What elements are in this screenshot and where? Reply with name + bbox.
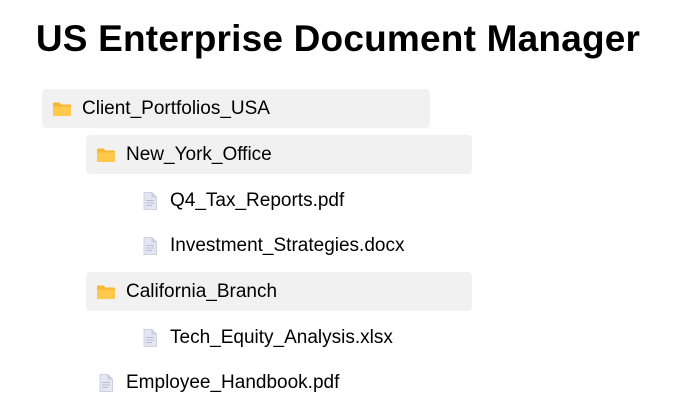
file-tech-equity-analysis[interactable]: Tech_Equity_Analysis.xlsx — [130, 318, 470, 357]
file-icon — [140, 328, 160, 348]
file-q4-tax-reports[interactable]: Q4_Tax_Reports.pdf — [130, 181, 470, 220]
file-label: Employee_Handbook.pdf — [126, 371, 340, 393]
file-employee-handbook[interactable]: Employee_Handbook.pdf — [86, 363, 470, 402]
file-label: Q4_Tax_Reports.pdf — [170, 189, 345, 211]
folder-label: California_Branch — [126, 280, 278, 302]
file-label: Tech_Equity_Analysis.xlsx — [170, 326, 393, 348]
file-label: Investment_Strategies.docx — [170, 234, 405, 256]
folder-client-portfolios-usa[interactable]: Client_Portfolios_USA — [42, 89, 430, 128]
folder-california-branch[interactable]: California_Branch — [86, 272, 472, 311]
folder-label: Client_Portfolios_USA — [82, 97, 270, 119]
page-title: US Enterprise Document Manager — [35, 18, 641, 59]
file-investment-strategies[interactable]: Investment_Strategies.docx — [130, 226, 470, 265]
file-icon — [140, 191, 160, 211]
folder-label: New_York_Office — [126, 143, 272, 165]
file-icon — [96, 373, 116, 393]
file-icon — [140, 236, 160, 256]
folder-icon — [96, 145, 116, 165]
folder-icon — [96, 282, 116, 302]
folder-icon — [52, 99, 72, 119]
folder-new-york-office[interactable]: New_York_Office — [86, 135, 472, 174]
